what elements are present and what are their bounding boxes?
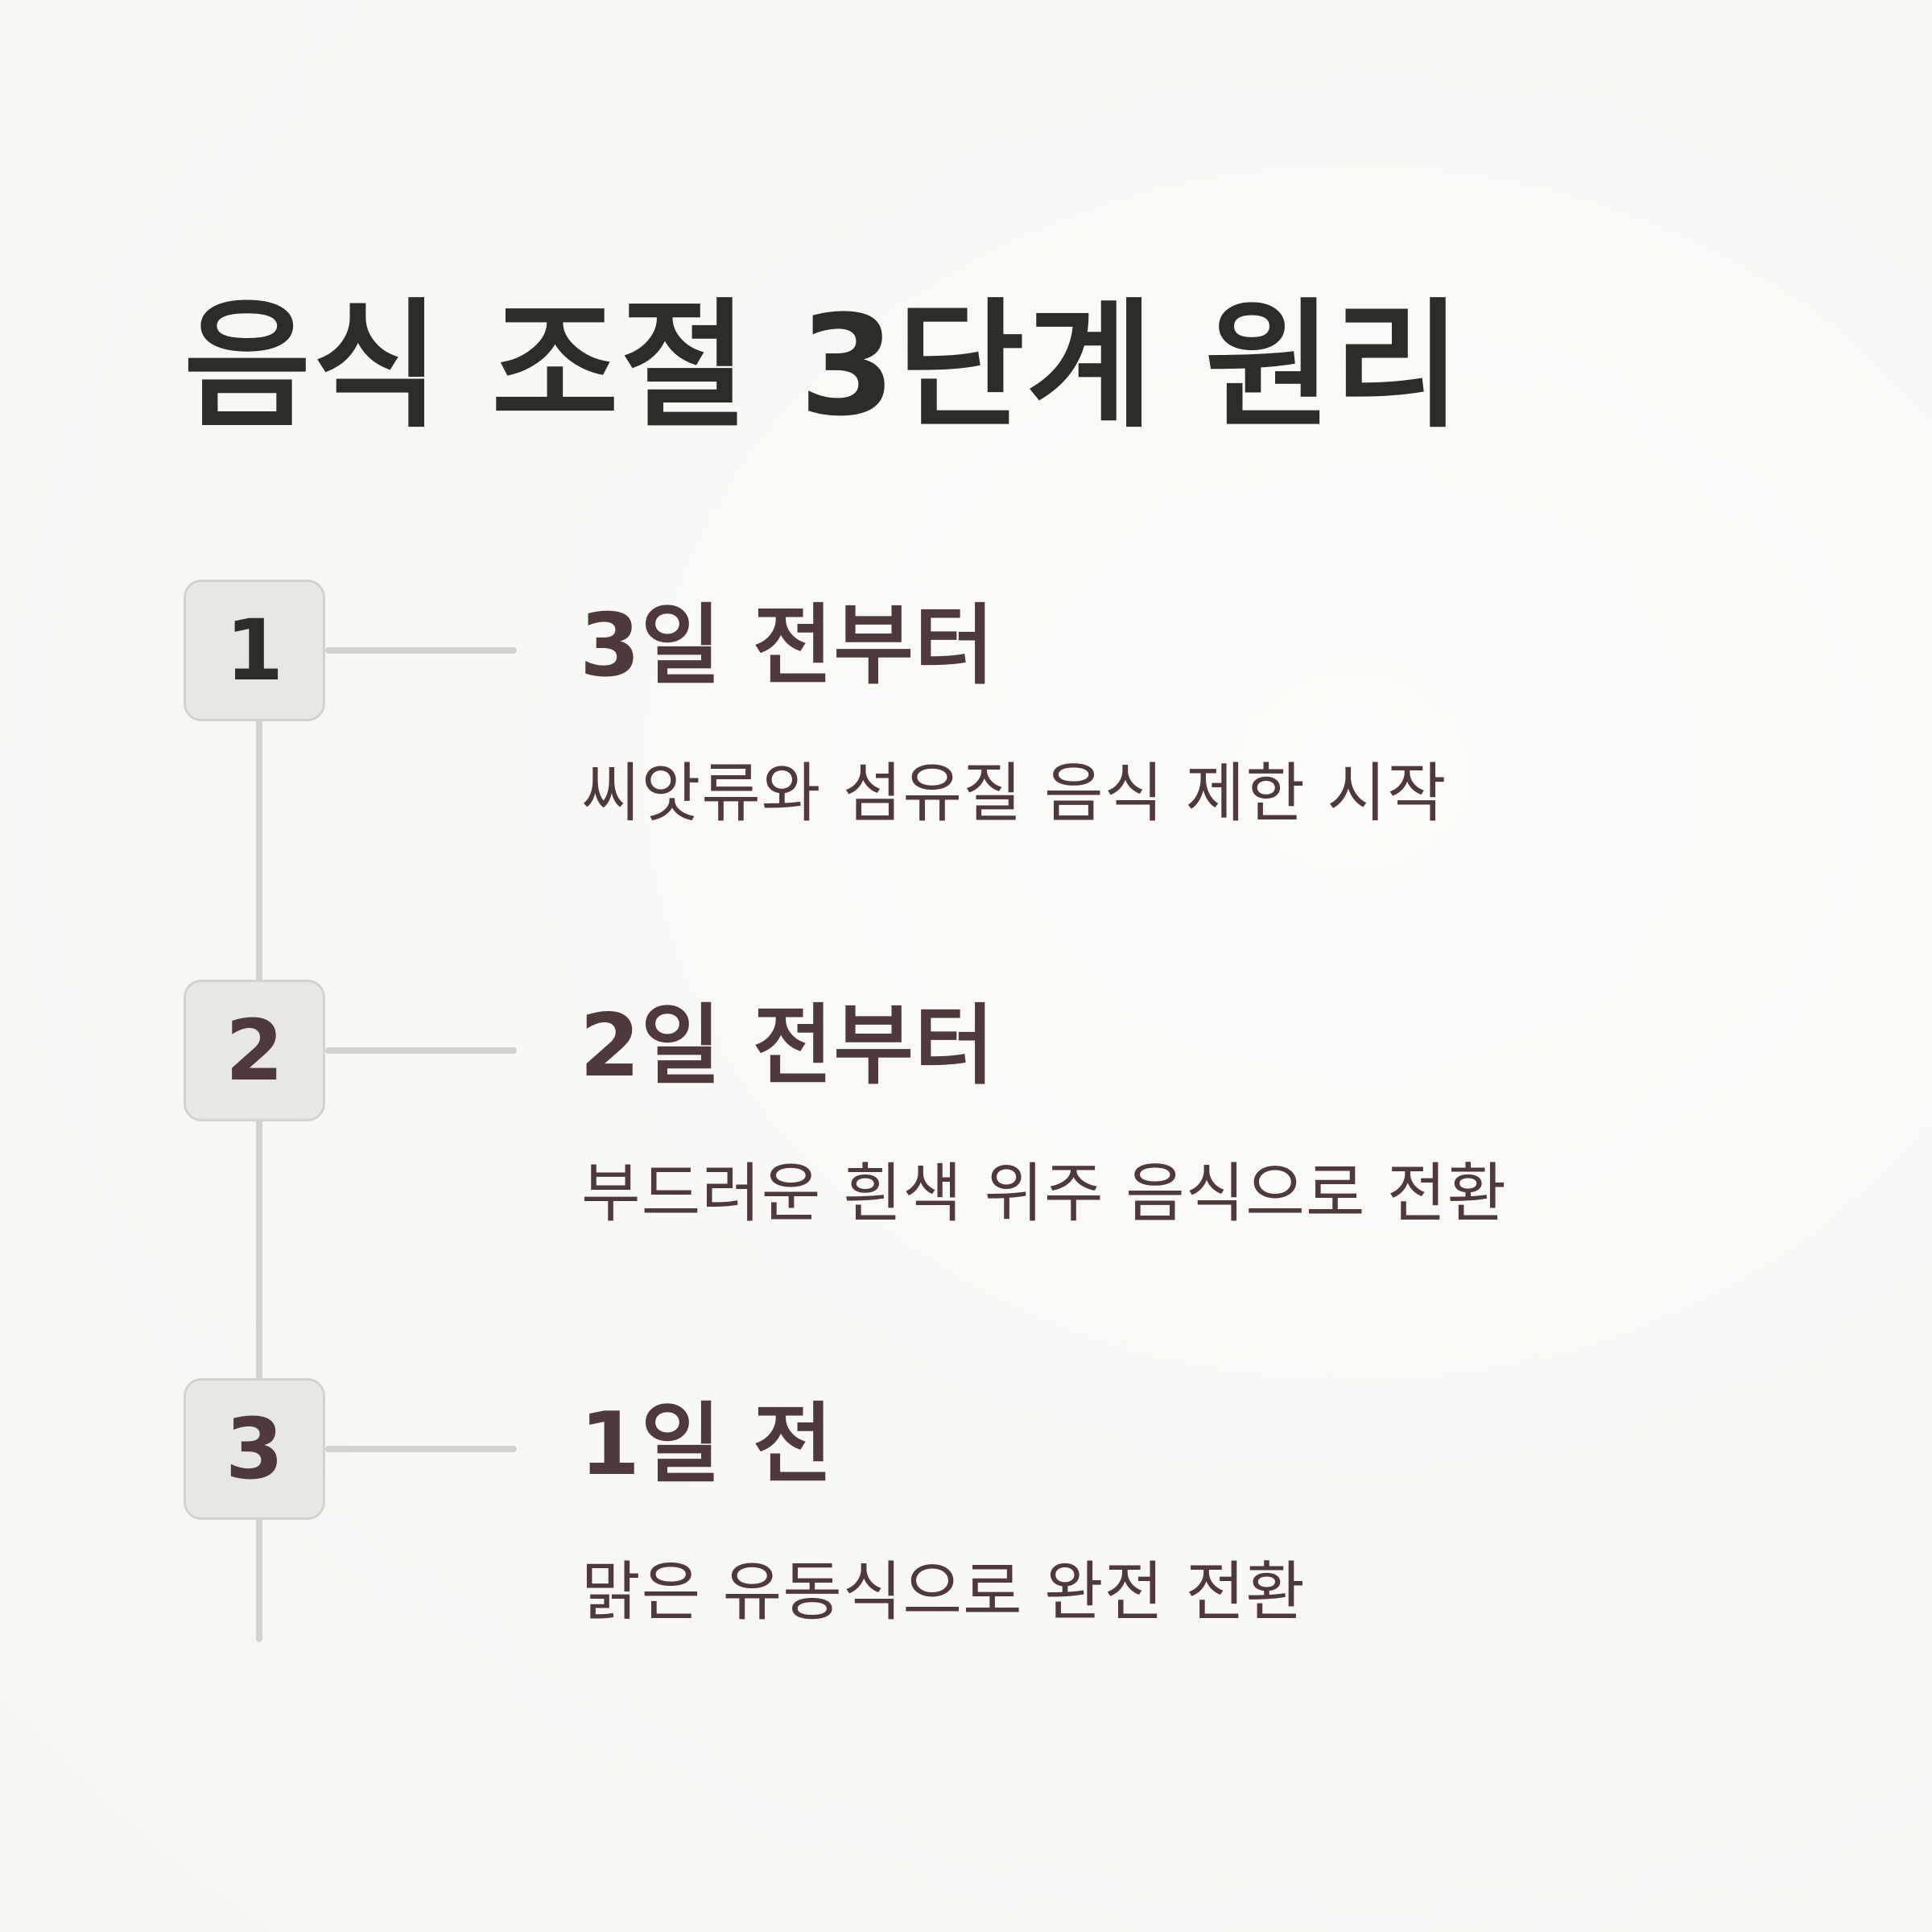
step-description: 부드러운 흰색 위주 음식으로 전환 [581, 1156, 1508, 1231]
page-title: 음식 조절 3단계 원리 [184, 285, 1463, 447]
timeline-vertical-line [256, 708, 262, 1642]
step-1: 1 3일 전부터 씨앗류와 섬유질 음식 제한 시작 [0, 580, 1932, 831]
step-number: 3 [225, 1400, 284, 1498]
step-number: 1 [225, 601, 284, 700]
step-3: 3 1일 전 맑은 유동식으로 완전 전환 [0, 1378, 1932, 1629]
step-heading: 2일 전부터 [580, 996, 996, 1096]
step-number: 2 [225, 1001, 284, 1100]
step-heading: 1일 전 [580, 1394, 834, 1495]
step-number-box: 3 [184, 1378, 325, 1520]
step-number-box: 2 [184, 980, 325, 1121]
step-number-box: 1 [184, 580, 325, 721]
step-description: 씨앗류와 섬유질 음식 제한 시작 [581, 756, 1447, 831]
step-connector-line [325, 1047, 517, 1054]
step-heading: 3일 전부터 [580, 596, 996, 696]
step-2: 2 2일 전부터 부드러운 흰색 위주 음식으로 전환 [0, 980, 1932, 1231]
step-connector-line [325, 1446, 517, 1452]
step-description: 맑은 유동식으로 완전 전환 [581, 1554, 1306, 1629]
step-connector-line [325, 647, 517, 654]
